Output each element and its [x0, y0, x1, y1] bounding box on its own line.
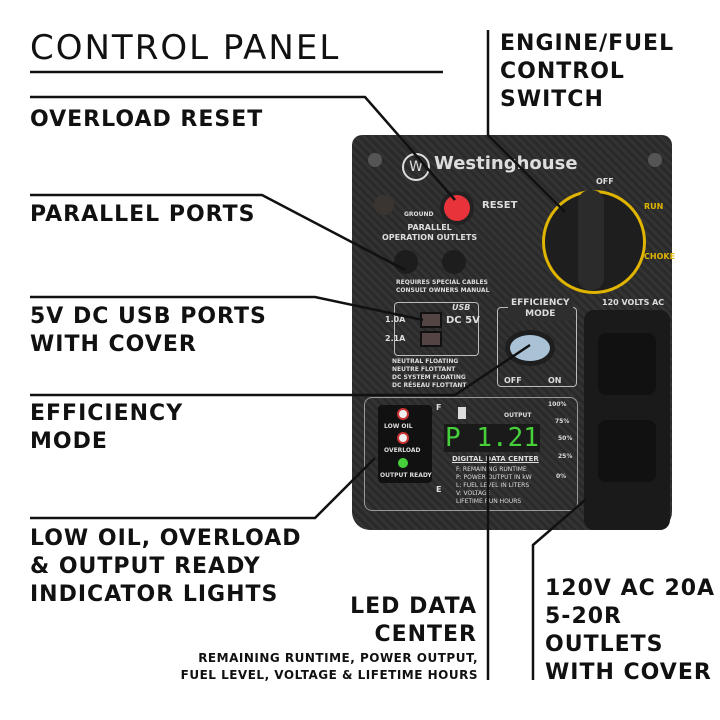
leader-engine	[486, 30, 566, 213]
f1: NEUTRAL FLOATING	[392, 358, 459, 365]
usb-logo: USB	[452, 303, 471, 312]
callout-overload-reset: OVERLOAD RESET	[30, 107, 264, 132]
leader-outlets	[531, 499, 586, 680]
screw-icon	[368, 153, 382, 167]
eco1: EFFICIENCY	[511, 298, 570, 308]
ddc-label: DIGITAL DATA CENTER	[452, 455, 539, 463]
leader-usb	[30, 295, 424, 322]
f2: NEUTRE FLOTTANT	[392, 366, 456, 373]
callout-efficiency: EFFICIENCY MODE	[30, 400, 183, 456]
parallel-port[interactable]	[394, 250, 418, 274]
callout-usb: 5V DC USB PORTS WITH COVER	[30, 303, 267, 359]
switch-choke: CHOKE	[644, 252, 676, 261]
eff-l2: MODE	[30, 429, 108, 454]
pct-100: 100%	[548, 401, 567, 408]
usb-port[interactable]	[420, 331, 442, 347]
fuel-e: E	[436, 485, 442, 494]
page-title: CONTROL PANEL	[30, 28, 341, 68]
ind-l2: & OUTPUT READY	[30, 554, 261, 579]
f4: DC RÉSEAU FLOTTANT	[392, 382, 467, 389]
output-ready-light	[398, 458, 408, 468]
callout-outlets: 120V AC 20A 5-20R OUTLETS WITH COVER	[545, 575, 715, 687]
out-l4: WITH COVER	[545, 660, 712, 685]
reset-button[interactable]	[444, 195, 470, 221]
eng-l1: ENGINE/FUEL	[500, 31, 675, 56]
outlet	[598, 420, 656, 482]
led-l1: LED DATA	[350, 594, 477, 619]
ac-label: 120 VOLTS AC	[602, 298, 665, 307]
leader-efficiency	[30, 343, 531, 397]
usb-l1: 5V DC USB PORTS	[30, 304, 267, 329]
out-l1: 120V AC 20A	[545, 576, 716, 601]
f3: DC SYSTEM FLOATING	[392, 374, 466, 381]
usb-label: DC 5V	[446, 315, 480, 326]
efficiency-mode-switch[interactable]	[510, 335, 550, 361]
callout-led-sub: REMAINING RUNTIME, POWER OUTPUT, FUEL LEV…	[150, 650, 478, 684]
pct-0: 0%	[556, 473, 567, 480]
eco2: MODE	[525, 309, 556, 320]
low-oil-label: LOW OIL	[384, 423, 413, 430]
l2: L: FUEL LEVEL IN LITERS	[456, 482, 530, 489]
brand: Westinghouse	[434, 153, 578, 174]
usb-l2: WITH COVER	[30, 332, 197, 357]
ground-terminal	[374, 195, 394, 215]
switch-off: OFF	[596, 177, 614, 186]
output-ready-label: OUTPUT READY	[380, 472, 432, 479]
overload-label: OVERLOAD	[384, 447, 421, 454]
leader-reset	[30, 95, 456, 201]
usb-amp-2: 2.1A	[385, 334, 406, 343]
ind-l3: INDICATOR LIGHTS	[30, 582, 279, 607]
parallel-port[interactable]	[442, 250, 466, 274]
led-l2: CENTER	[374, 622, 477, 647]
switch-knob[interactable]	[578, 190, 604, 290]
parallel-line2: OPERATION OUTLETS	[382, 233, 478, 242]
output-label: OUTPUT	[504, 412, 532, 419]
out-l2: 5-20R	[545, 604, 622, 629]
ind-l1: LOW OIL, OVERLOAD	[30, 526, 302, 551]
data-center-box	[364, 397, 578, 511]
low-oil-light	[399, 410, 407, 418]
reset-label: RESET	[482, 200, 518, 211]
pct-25: 25%	[558, 453, 573, 460]
usb-box	[394, 302, 479, 356]
leader-indicators	[30, 457, 376, 520]
pct-50: 50%	[558, 435, 573, 442]
eff-l1: EFFICIENCY	[30, 401, 184, 426]
overload-light	[399, 434, 407, 442]
callout-indicators: LOW OIL, OVERLOAD & OUTPUT READY INDICATOR…	[30, 525, 302, 609]
ledsub-l1: REMAINING RUNTIME, POWER OUTPUT,	[198, 651, 478, 665]
parallel-line1: PARALLEL	[407, 223, 452, 232]
ground-label: GROUND	[404, 211, 434, 218]
eco-off: OFF	[504, 376, 522, 385]
lights-box	[378, 405, 432, 483]
ledsub-l2: FUEL LEVEL, VOLTAGE & LIFETIME HOURS	[180, 668, 478, 682]
out-l3: OUTLETS	[545, 632, 664, 657]
screw-icon	[648, 153, 662, 167]
eng-l2: CONTROL	[500, 59, 625, 84]
callout-parallel-ports: PARALLEL PORTS	[30, 202, 256, 227]
pct-75: 75%	[555, 418, 570, 425]
eco-on: ON	[548, 376, 562, 385]
l1: P: POWER OUTPUT IN kW	[456, 474, 532, 481]
l0: F: REMAINING RUNTIME	[456, 466, 527, 473]
switch-run: RUN	[644, 202, 664, 211]
outlet	[598, 333, 656, 395]
usb-amp-1: 1.0A	[385, 315, 406, 324]
eng-l3: SWITCH	[500, 87, 604, 112]
led-display: P 1.21	[444, 423, 540, 453]
callout-led: LED DATA CENTER	[345, 593, 477, 649]
leader-parallel	[30, 193, 406, 272]
fuel-pump-icon	[458, 407, 466, 419]
warning-text: REQUIRES SPECIAL CABLES CONSULT OWNERS M…	[396, 279, 490, 294]
fuel-f: F	[436, 403, 442, 412]
l3: V: VOLTAGE	[456, 490, 491, 497]
callout-engine: ENGINE/FUEL CONTROL SWITCH	[500, 30, 674, 114]
